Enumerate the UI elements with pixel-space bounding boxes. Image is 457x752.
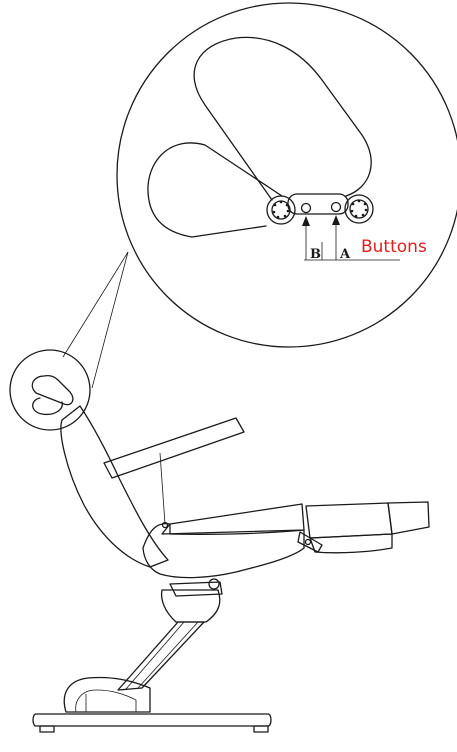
small-circle xyxy=(9,349,91,431)
seat-cushion xyxy=(161,503,305,535)
base-housing xyxy=(63,676,151,713)
magnified-detail: B A Buttons xyxy=(116,2,457,348)
base-plate xyxy=(32,713,272,727)
foot-right xyxy=(253,725,269,733)
foot-rest xyxy=(387,501,430,535)
control-pad-upper-lobe xyxy=(193,36,372,201)
headrest-control-circle xyxy=(9,349,91,431)
leg-rest xyxy=(305,502,393,539)
button-bar xyxy=(266,193,374,225)
callout-lines xyxy=(302,215,400,261)
left-button-ring xyxy=(266,195,296,225)
button-a xyxy=(330,201,342,213)
pedestal-column xyxy=(117,621,205,691)
arrow-a xyxy=(332,215,340,225)
magnifier-circle xyxy=(116,2,457,348)
right-button-dots xyxy=(350,199,368,218)
right-button-ring xyxy=(344,194,374,224)
control-pad-lower-lobe xyxy=(147,142,283,238)
label-buttons: Buttons xyxy=(361,237,427,257)
label-a: A xyxy=(339,247,351,262)
left-button-dots xyxy=(272,200,290,219)
zoom-connector xyxy=(62,251,129,389)
arrow-b xyxy=(302,216,310,226)
label-b: B xyxy=(310,247,321,262)
chair xyxy=(32,405,430,733)
backrest xyxy=(60,405,169,568)
foot-left xyxy=(39,725,55,733)
seat-body xyxy=(142,522,305,579)
armrest xyxy=(103,417,245,479)
button-b xyxy=(300,202,312,214)
pedestal-head xyxy=(169,581,223,597)
